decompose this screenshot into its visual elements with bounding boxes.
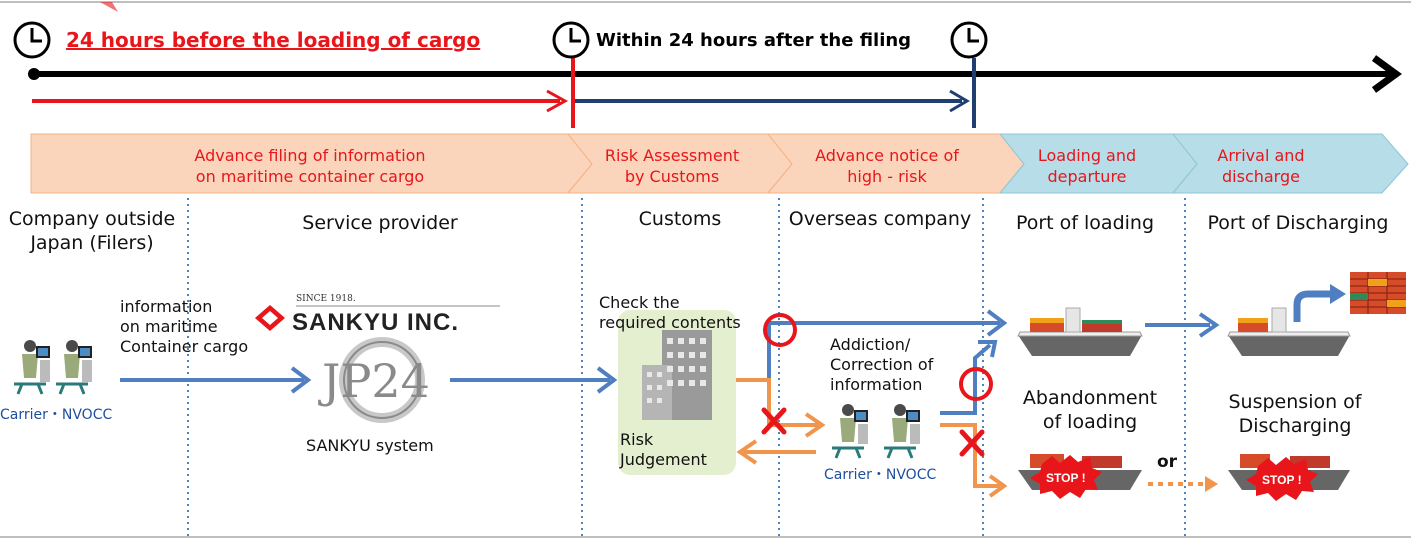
sankyu-name-text: SANKYU INC.: [292, 309, 460, 336]
column-header-service-provider: Service provider: [302, 212, 458, 234]
cross-icon: [761, 407, 787, 435]
stop-text-discharge: STOP !: [1262, 473, 1302, 487]
clock-icon: [13, 21, 51, 59]
column-header-overseas-company: Overseas company: [788, 208, 972, 230]
jp24-text: JP24: [322, 354, 430, 408]
timeline-start-dot: [28, 68, 40, 80]
computer-user-icon: [884, 404, 920, 459]
red-interval-arrowhead: [546, 89, 569, 113]
risk-judgement-label: Risk Judgement: [620, 430, 707, 469]
container-ship-icon: [1017, 307, 1143, 356]
container-ship-icon: [1227, 307, 1351, 356]
clock-icon: [950, 21, 988, 59]
circle-ok-icon: [763, 313, 797, 347]
info-cargo-label: information on maritime Container cargo: [120, 297, 249, 356]
check-contents-label: Check the required contents: [599, 293, 741, 332]
stage-chevron-5: [1171, 133, 1409, 194]
container-stack-icon: [1350, 272, 1406, 314]
navy-interval-arrowhead: [949, 89, 970, 113]
jp24-logo: [339, 337, 425, 423]
computer-user-icon: [14, 340, 50, 395]
arrow-discharge-to-stack: [1293, 290, 1334, 322]
sankyu-since-text: SINCE 1918.: [296, 294, 356, 304]
column-header-port-of-discharging: Port of Discharging: [1207, 212, 1389, 234]
cross-icon: [959, 429, 985, 457]
stop-burst-icon: [1246, 457, 1318, 501]
stage-bar: [30, 133, 1409, 194]
circle-ok-icon: [959, 367, 993, 401]
clock-icon: [552, 21, 590, 59]
carrier-left-label: Carrier・NVOCC: [0, 407, 113, 423]
timeline-label-after-filing: Within 24 hours after the filing: [596, 30, 912, 51]
computer-user-icon: [832, 404, 868, 459]
stop-text-loading: STOP !: [1046, 471, 1086, 485]
arrow-overseas-ng: [940, 423, 1000, 488]
sankyu-logo-mark: [255, 305, 500, 331]
sankyu-system-label: SANKYU system: [306, 436, 434, 455]
addiction-correction-label: Addiction/ Correction of information: [830, 335, 934, 394]
arrow-overseas-to-ship: [940, 343, 992, 415]
column-header-customs: Customs: [638, 208, 722, 230]
timeline-arrowhead: [1371, 55, 1402, 93]
or-label: or: [1157, 452, 1178, 472]
stop-burst-icon: [1030, 455, 1102, 499]
column-header-port-of-loading: Port of loading: [1015, 212, 1155, 234]
carrier-mid-label: Carrier・NVOCC: [824, 467, 937, 483]
arrow-customs-ng: [736, 378, 818, 427]
timeline-label-before-loading: 24 hours before the loading of cargo: [66, 28, 481, 52]
computer-user-icon: [56, 340, 92, 395]
building-icon: [642, 330, 712, 420]
